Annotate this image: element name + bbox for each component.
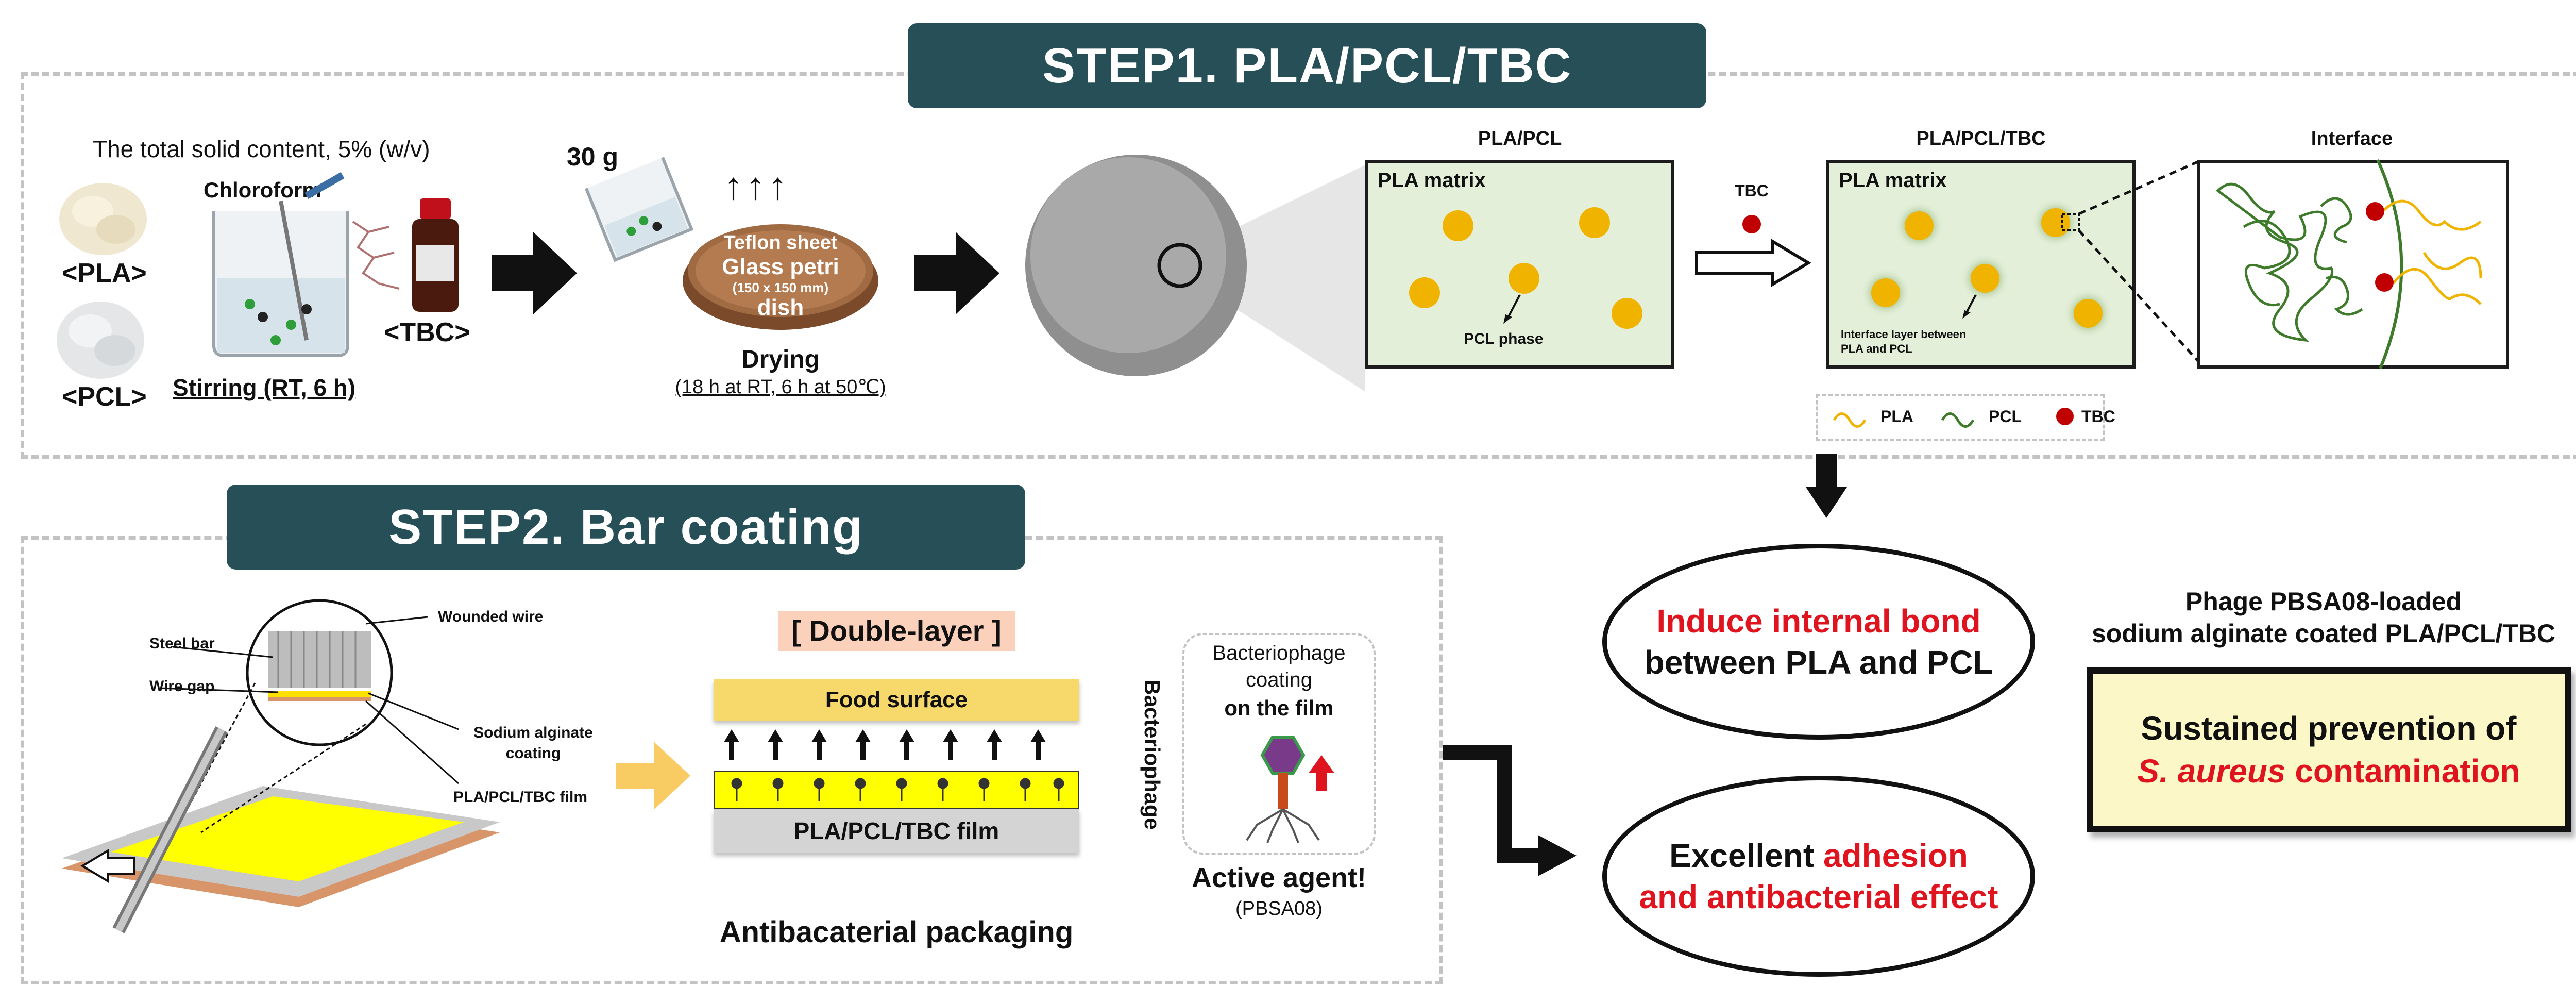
pcl-particles (1409, 207, 1642, 329)
step2-banner: STEP2. Bar coating (227, 485, 1025, 570)
ellipse2-line2: and antibacterial effect (1639, 878, 1998, 915)
step1-title: STEP1. PLA/PCL/TBC (1042, 38, 1572, 93)
panel3-title: Interface (2311, 128, 2393, 149)
panel2-interface-line2: PLA and PCL (1841, 342, 1912, 355)
step1-banner: STEP1. PLA/PCL/TBC (908, 23, 1706, 108)
tbc-legend-icon (2056, 408, 2074, 425)
film-layer: PLA/PCL/TBC film (714, 809, 1079, 853)
final-box-line2-rest: contamination (2285, 753, 2520, 790)
zoom-lines (2078, 158, 2204, 367)
pcl-legend-icon (1941, 412, 1975, 428)
interface-chains (2216, 159, 2482, 370)
phage-box-line3: on the film (1224, 696, 1334, 720)
phage-box-line1: Bacteriophage (1212, 642, 1346, 664)
panel2-matrix-label: PLA matrix (1839, 169, 1947, 192)
petri-line2: Glass petri (722, 254, 839, 279)
sodium-alginate-line2: coating (505, 745, 561, 762)
phage-layer (714, 771, 1079, 809)
panel2-interface-line1: Interface layer between (1841, 328, 1967, 341)
final-box-line1: Sustained prevention of (2141, 709, 2517, 747)
legend-pla: PLA (1880, 407, 1913, 426)
phage-box-line2: coating (1246, 669, 1312, 691)
food-surface-text: Food surface (825, 687, 968, 712)
interface-particles (1861, 198, 2113, 338)
beaker-icon (212, 172, 349, 357)
wire-gap-label: Wire gap (149, 678, 215, 695)
food-surface-layer: Food surface (714, 679, 1079, 721)
ellipse2-line1-a: Excellent (1669, 837, 1823, 874)
outcome-ellipse-bond: Induce internal bond between PLA and PCL (1602, 544, 2035, 740)
elbow-arrow-icon (1443, 745, 1577, 876)
final-title-line1: Phage PBSA08-loaded (2185, 587, 2462, 616)
solid-content-text: The total solid content, 5% (w/v) (93, 136, 430, 162)
film-layer-text: PLA/PCL/TBC film (793, 817, 999, 844)
final-title-line2: sodium alginate coated PLA/PCL/TBC (2091, 619, 2556, 648)
pla-pellets-icon (59, 183, 147, 255)
petri-line4: dish (757, 295, 804, 320)
legend-pcl: PCL (1989, 407, 2022, 426)
film-label: PLA/PCL/TBC film (453, 789, 587, 806)
legend-tbc: TBC (2081, 407, 2115, 426)
panel2-title: PLA/PCL/TBC (1916, 128, 2046, 149)
antibacterial-packaging-label: Antibacaterial packaging (719, 915, 1074, 949)
arrow-right-icon (914, 232, 999, 314)
ellipse1-line2: between PLA and PCL (1644, 644, 1993, 681)
pcl-label: <PCL> (62, 382, 147, 412)
phage-info-box (1182, 633, 1376, 855)
stirring-label: Stirring (RT, 6 h) (173, 374, 356, 401)
arrow-right-icon (1695, 238, 1811, 288)
ellipse2-line1-b: adhesion (1823, 837, 1968, 874)
wounded-wire-label: Wounded wire (438, 608, 544, 625)
bottle-icon (412, 198, 459, 312)
petri-dish-icon (683, 224, 878, 330)
panel1-phase-label: PCL phase (1464, 330, 1544, 347)
legend-box (1816, 394, 2105, 441)
film-disc-icon (1025, 155, 1365, 392)
active-agent-sub: (PBSA08) (1235, 898, 1323, 920)
panel-pla-pcl: PLA matrix PCL phase (1365, 160, 1674, 369)
steel-bar-label: Steel bar (149, 635, 215, 652)
final-box-line2: S. aureus contamination (2137, 750, 2520, 793)
arrow-right-icon (492, 232, 577, 314)
step2-title: STEP2. Bar coating (388, 499, 863, 555)
bar-coater-icon (62, 599, 500, 933)
panel1-title: PLA/PCL (1478, 128, 1562, 149)
pla-label: <PLA> (62, 258, 147, 288)
final-box-line2-italic: S. aureus (2137, 753, 2286, 790)
tbc-dot (1742, 215, 1761, 233)
evaporation-arrows: ↑↑↑ (724, 164, 790, 207)
arrow-down-icon (1806, 454, 1847, 518)
pla-legend-icon (1833, 412, 1867, 428)
drying-label: Drying (741, 346, 820, 373)
upward-arrows (724, 729, 1046, 760)
pcl-pellets-icon (57, 302, 144, 379)
final-result-box: Sustained prevention of S. aureus contam… (2087, 667, 2571, 832)
ellipse1-line1: Induce internal bond (1656, 603, 1981, 640)
petri-line3: (150 x 150 mm) (732, 280, 829, 295)
panel1-matrix-label: PLA matrix (1378, 169, 1486, 192)
mass-label: 30 g (567, 142, 619, 171)
pouring-beaker-icon (584, 157, 694, 262)
arrow-right-icon (616, 742, 690, 809)
chloroform-label: Chloroform (204, 178, 321, 202)
outcome-ellipse-adhesion: Excellent adhesion and antibacterial eff… (1602, 776, 2035, 977)
tbc-label: <TBC> (384, 318, 470, 347)
sodium-alginate-line1: Sodium alginate (473, 724, 593, 741)
petri-line1: Teflon sheet (723, 232, 838, 254)
drying-detail: (18 h at RT, 6 h at 50℃) (675, 376, 886, 398)
double-layer-text: [ Double-layer ] (791, 614, 1002, 647)
double-layer-label: [ Double-layer ] (778, 611, 1015, 651)
phage-row-icon (731, 778, 1064, 801)
active-agent-label: Active agent! (1191, 862, 1367, 893)
ellipse2-line1: Excellent adhesion (1669, 835, 1968, 876)
phage-icon (1246, 736, 1334, 843)
tbc-structure-icon (352, 221, 400, 290)
tbc-arrow-label: TBC (1735, 181, 1769, 200)
bacteriophage-vertical-label: Bacteriophage (1140, 679, 1164, 830)
